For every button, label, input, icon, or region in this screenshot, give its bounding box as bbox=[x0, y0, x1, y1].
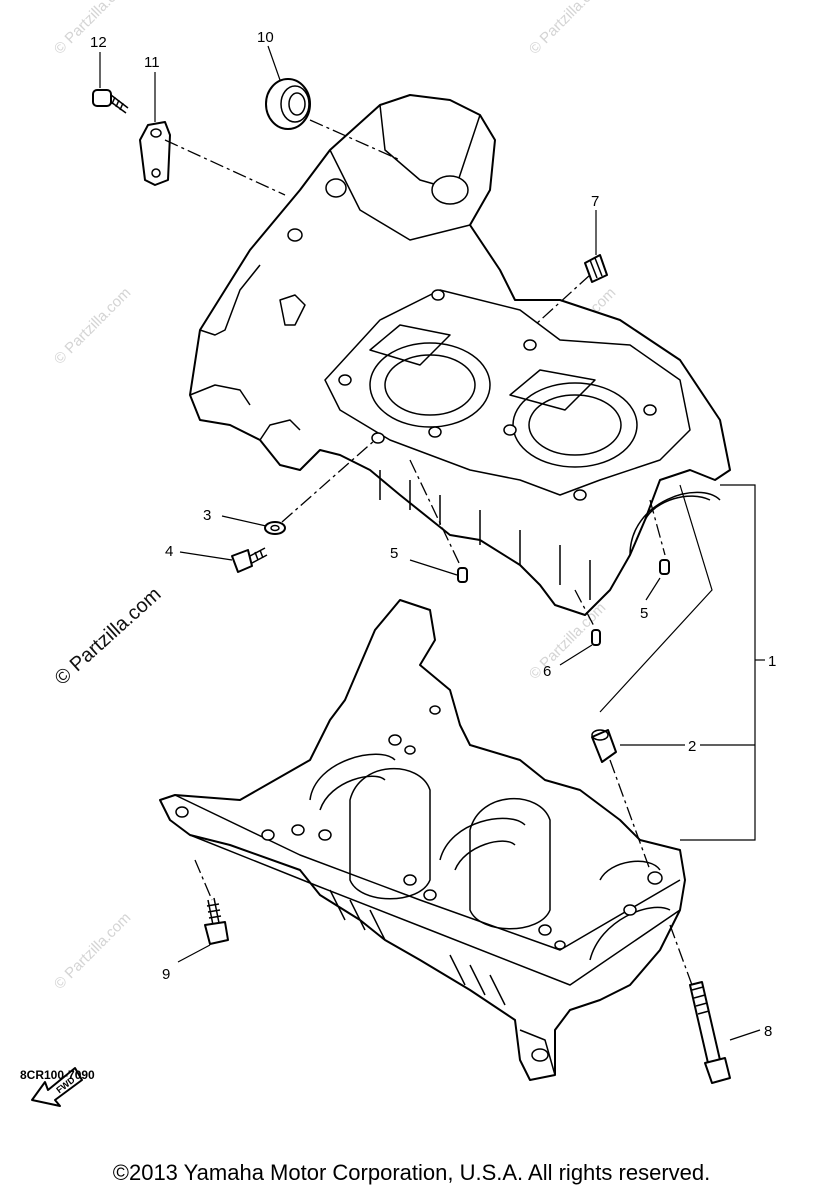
watermark: © Partzilla.com bbox=[526, 0, 609, 58]
dowel-5-left-icon bbox=[457, 567, 468, 583]
callouts: 12 11 10 7 3 4 5 5 6 1 2 9 8 bbox=[90, 29, 776, 1040]
pin-6-icon bbox=[591, 629, 601, 646]
watermark: © Partzilla.com bbox=[51, 909, 134, 992]
washer-3-icon bbox=[264, 521, 286, 535]
pin-7-icon bbox=[584, 254, 608, 283]
leader-lines bbox=[99, 45, 765, 1041]
callout-1: 1 bbox=[768, 653, 776, 670]
diagram-code: 8CR100-7090 bbox=[20, 1068, 95, 1082]
callout-5-left: 5 bbox=[390, 545, 398, 562]
callout-4: 4 bbox=[165, 543, 173, 560]
copyright-notice: ©2013 Yamaha Motor Corporation, U.S.A. A… bbox=[112, 1160, 711, 1185]
dowel-5-right-icon bbox=[659, 559, 670, 575]
callout-10: 10 bbox=[257, 29, 274, 46]
callout-12: 12 bbox=[90, 34, 107, 51]
bolt-12-icon bbox=[92, 89, 129, 114]
plate-11-icon bbox=[139, 121, 171, 186]
assembly-lines bbox=[164, 119, 693, 986]
upper-crankcase bbox=[189, 94, 731, 616]
callout-7: 7 bbox=[591, 193, 599, 210]
callout-9: 9 bbox=[162, 966, 170, 983]
callout-6: 6 bbox=[543, 663, 551, 680]
callout-3: 3 bbox=[203, 507, 211, 524]
bolt-9-icon bbox=[204, 897, 229, 945]
callout-8: 8 bbox=[764, 1023, 772, 1040]
callout-5-right: 5 bbox=[640, 605, 648, 622]
callout-2: 2 bbox=[688, 738, 696, 755]
watermark-large: © Partzilla.com bbox=[51, 583, 166, 690]
bolt-8-icon bbox=[689, 981, 731, 1084]
plug-2-icon bbox=[591, 729, 617, 763]
lower-crankcase bbox=[159, 599, 686, 1081]
oil-seal-10-icon bbox=[265, 78, 311, 130]
callout-11: 11 bbox=[144, 54, 160, 71]
bolt-4-icon bbox=[231, 547, 268, 573]
watermark: © Partzilla.com bbox=[51, 284, 134, 367]
